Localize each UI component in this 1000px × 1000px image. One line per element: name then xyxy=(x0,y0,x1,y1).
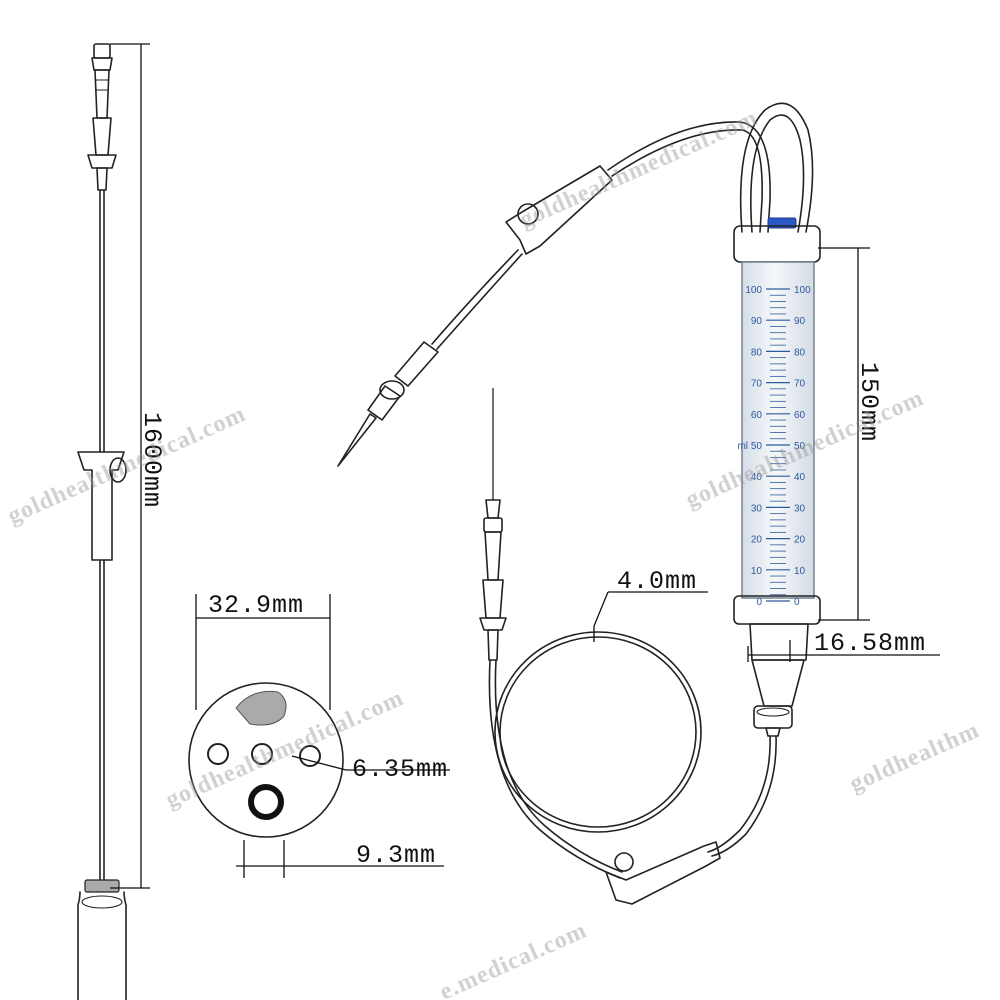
chamber-diameter-label: 16.58mm xyxy=(814,629,926,658)
scale-label-right: 100 xyxy=(794,285,811,296)
tube-diameter-label: 4.0mm xyxy=(617,567,697,596)
scale-label-right: 20 xyxy=(794,535,806,546)
scale-label-left: 100 xyxy=(745,285,762,296)
scale-label-left: 80 xyxy=(751,347,763,358)
scale-label-right: 90 xyxy=(794,316,806,327)
scale-unit: ml xyxy=(737,441,748,452)
scale-label-right: 80 xyxy=(794,347,806,358)
scale-label-left: 40 xyxy=(751,472,763,483)
watermark: goldhealthmedical.com xyxy=(516,105,762,234)
scale-label-left: 50 xyxy=(751,441,763,452)
port-diameter-dimension: 6.35mm xyxy=(291,755,450,784)
scale-label-left: 30 xyxy=(751,503,763,514)
burette-height-label: 150mm xyxy=(854,362,883,442)
needle-assembly xyxy=(479,388,507,661)
scale-label-right: 10 xyxy=(794,566,806,577)
center-port-spacing-dimension: 9.3mm xyxy=(236,840,444,878)
watermarks: goldhealthmedical.com goldhealthmedical.… xyxy=(4,105,984,1000)
center-port-spacing-label: 9.3mm xyxy=(356,841,436,870)
watermark: goldhealthm xyxy=(846,717,984,797)
scale-label-right: 70 xyxy=(794,379,806,390)
cap-diameter-dimension: 32.9mm xyxy=(195,591,331,710)
scale-label-right: 0 xyxy=(794,597,800,608)
scale-label-left: 0 xyxy=(756,597,762,608)
watermark: e.medical.com xyxy=(436,917,591,1000)
scale-label-left: 60 xyxy=(751,410,763,421)
cap-cross-section xyxy=(188,682,344,838)
scale-label-left: 10 xyxy=(751,566,763,577)
scale-label-right: 60 xyxy=(794,410,806,421)
scale-label-left: 90 xyxy=(751,316,763,327)
scale-label-left: 20 xyxy=(751,535,763,546)
scale-label-right: 50 xyxy=(794,441,806,452)
left-infusion-line xyxy=(77,43,127,1000)
chamber-diameter-dimension: 16.58mm xyxy=(747,629,940,662)
total-length-label: 1600mm xyxy=(137,412,166,508)
cap-diameter-label: 32.9mm xyxy=(208,591,304,620)
spike-assembly xyxy=(337,102,814,467)
total-length-dimension: 1600mm xyxy=(110,43,166,889)
scale-label-right: 40 xyxy=(794,472,806,483)
scale-label-right: 30 xyxy=(794,503,806,514)
watermark: goldhealthmedical.com xyxy=(4,401,250,530)
burette-height-dimension: 150mm xyxy=(818,247,883,621)
coiled-tubing xyxy=(488,631,777,905)
scale-label-left: 70 xyxy=(751,379,763,390)
port-diameter-label: 6.35mm xyxy=(352,755,448,784)
tube-diameter-dimension: 4.0mm xyxy=(593,567,708,642)
